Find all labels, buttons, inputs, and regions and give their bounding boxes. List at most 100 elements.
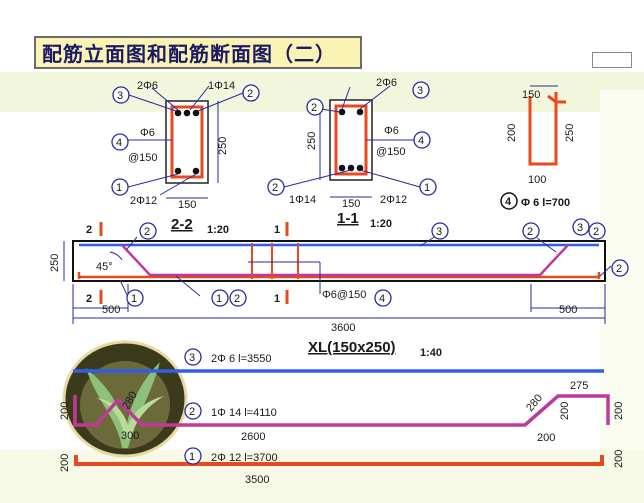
bar-2-left-base: 300 <box>121 430 139 442</box>
cut-label-2-top: 2 <box>86 224 92 236</box>
angle-label: 45° <box>96 261 113 273</box>
section-2-2-top-tag: 1Φ14 <box>208 80 235 92</box>
callout-number: 3 <box>189 352 195 364</box>
callout-number: 2 <box>527 226 533 238</box>
beam-height: 250 <box>49 254 61 272</box>
section-1-1-stirrup-spacing: @150 <box>376 146 406 158</box>
callout-circle <box>111 178 129 196</box>
bar-2-base: 200 <box>537 432 555 444</box>
section-1-1-label: 1-1 <box>337 210 359 227</box>
section-1-1-bottom-bar <box>347 164 355 172</box>
leader <box>599 265 612 277</box>
bar-2-spec: 1Φ 14 l=4110 <box>211 407 277 419</box>
section-2-2-label: 2-2 <box>171 216 193 233</box>
callout-circle <box>374 289 392 307</box>
callout-number: 3 <box>436 226 442 238</box>
bar-2-length: 2600 <box>241 431 265 443</box>
section-1-1-bottom-bar <box>356 164 364 172</box>
corner-box <box>592 52 632 68</box>
section-2-2-stirrup-spacing: @150 <box>128 152 158 164</box>
section-1-1-top-bar <box>338 108 346 116</box>
callout-circle <box>522 222 540 240</box>
leader <box>359 85 391 110</box>
beam-scale: 1:40 <box>420 347 442 359</box>
callout-number: 1 <box>116 182 122 194</box>
angle-arc <box>109 251 123 261</box>
callout-number: 2 <box>234 293 240 305</box>
leader <box>126 236 138 250</box>
callout-number: 3 <box>117 90 123 102</box>
leader <box>341 86 351 110</box>
callout-circle <box>431 222 449 240</box>
callout-number: 2 <box>247 88 253 100</box>
section-2-2-bottom-bar <box>174 167 182 175</box>
bar-1-right-h: 200 <box>613 450 625 468</box>
leader <box>359 169 421 188</box>
page-title: 配筋立面图和配筋断面图（二） <box>42 42 336 66</box>
section-1-1-scale: 1:20 <box>370 218 392 230</box>
callout-number: 4 <box>418 135 424 147</box>
callout-number: 2 <box>144 226 150 238</box>
callout-number: 1 <box>424 182 430 194</box>
callout-number: 4 <box>379 293 385 305</box>
callout-circle <box>419 178 437 196</box>
callout-circle <box>184 447 202 465</box>
callout-circle <box>242 84 260 102</box>
section-2-2-top-bar <box>174 109 182 117</box>
leader <box>127 173 179 188</box>
callout-circle <box>229 289 247 307</box>
bar-1: 1 2Φ 12 l=3700 3500 200 200 <box>59 447 625 486</box>
decor-band-bottom <box>0 450 644 503</box>
bar-2-right-base: 275 <box>570 380 588 392</box>
beam-label: XL(150x250) <box>308 339 396 356</box>
elevation: 2 2 1 1 45° 250 500 500 3600 2 1 1 2 Φ6@… <box>49 218 629 359</box>
section-1-1-bottom-right: 2Φ12 <box>380 194 407 206</box>
leader <box>536 237 557 253</box>
bar-1-left-h: 200 <box>59 454 71 472</box>
callout-number: 2 <box>616 263 622 275</box>
leader <box>159 173 197 196</box>
section-1-1-bottom-left: 1Φ14 <box>289 194 316 206</box>
callout-number: 2 <box>272 182 278 194</box>
callout-circle <box>611 259 629 277</box>
leader <box>119 279 129 298</box>
callout-circle <box>184 402 202 420</box>
section-1-1-stirrup: Φ6 <box>384 125 399 137</box>
stirrup-bottom-dim: 100 <box>528 174 546 186</box>
stirrup-detail: 150 200 250 100 4 Φ 6 l=700 <box>500 85 576 210</box>
bar-3: 3 2Φ 6 l=3550 <box>73 348 604 373</box>
leader <box>283 169 352 188</box>
cut-label-2-bottom: 2 <box>86 293 92 305</box>
callout-number: 2 <box>189 406 195 418</box>
callout-number: 1 <box>189 451 195 463</box>
callout-circle <box>306 98 324 116</box>
section-1-1: 3 2 4 2 1 2Φ6 Φ6 @150 1Φ14 2Φ12 150 250 … <box>267 77 437 230</box>
leader <box>151 87 179 111</box>
callout-circle <box>112 86 130 104</box>
bar-3-spec: 2Φ 6 l=3550 <box>211 353 271 365</box>
section-2-2-top-bar <box>183 109 191 117</box>
elevation-stirrup-spacing: Φ6@150 <box>322 289 366 301</box>
section-2-2-top-bars: 2Φ6 <box>137 80 158 92</box>
section-2-2-height: 250 <box>217 137 229 155</box>
callout-circle <box>126 289 144 307</box>
callout-number: 3 <box>417 85 423 97</box>
bar-1-shape <box>74 455 604 466</box>
stirrup-right-dim: 250 <box>564 124 576 142</box>
section-2-2: 3 2 4 1 2Φ6 1Φ14 Φ6 @150 2Φ12 150 250 2-… <box>111 80 260 236</box>
bar-2-shape <box>73 394 610 427</box>
leader <box>419 235 437 247</box>
left-end-dim: 500 <box>102 304 120 316</box>
callout-circle <box>111 133 129 151</box>
section-1-1-width: 150 <box>342 198 360 210</box>
bar-2: 2 1Φ 14 l=4110 2600 200 280 300 280 200 … <box>59 380 625 444</box>
stirrup-left-dim: 200 <box>506 124 518 142</box>
callout-circle <box>211 289 229 307</box>
section-1-1-top-bar <box>356 108 364 116</box>
section-2-2-bottom-bar <box>192 167 200 175</box>
callout-circle <box>412 81 430 99</box>
section-2-2-stirrup: Φ6 <box>140 127 155 139</box>
callout-number: 1 <box>216 293 222 305</box>
callout-circle <box>572 218 590 236</box>
total-length: 3600 <box>331 322 355 334</box>
